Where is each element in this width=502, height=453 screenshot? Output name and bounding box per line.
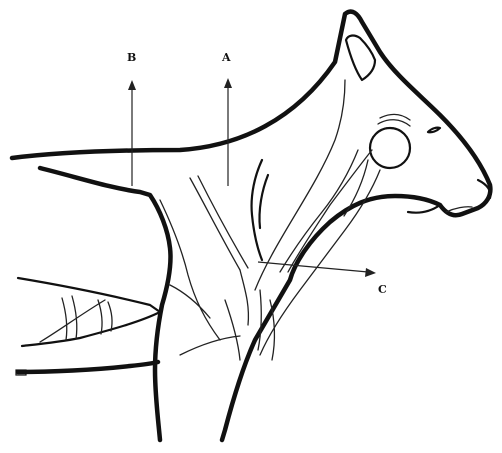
eye-icon <box>428 128 440 133</box>
shoulder-line-5 <box>258 290 261 350</box>
flap-stripe-1 <box>62 298 67 340</box>
flap-stripe-2 <box>72 296 77 339</box>
chest-outline <box>40 168 171 440</box>
back-outline <box>12 12 490 440</box>
label-a: A <box>221 51 231 64</box>
ear-canal-circle <box>370 128 410 168</box>
brow <box>378 120 410 126</box>
vessel-3 <box>240 270 248 325</box>
arrow-c-head <box>365 268 376 277</box>
label-b: B <box>127 51 136 64</box>
arrow-a-head <box>224 78 232 88</box>
vessel-2 <box>198 176 248 268</box>
throat-line <box>408 205 440 213</box>
label-c: C <box>378 283 387 296</box>
shoulder-line-2 <box>170 285 210 318</box>
shoulder-line-4 <box>225 300 240 360</box>
flap-stripe-3 <box>98 300 102 334</box>
body-lower-outline <box>18 362 158 372</box>
flap-stripe-4 <box>108 302 112 331</box>
skin-flap <box>18 278 160 346</box>
neck-muscle-3 <box>260 170 380 355</box>
vessel-1 <box>190 178 240 270</box>
brow-2 <box>380 114 410 120</box>
ear <box>346 36 375 80</box>
arrow-c-shaft <box>258 262 368 272</box>
shoulder-line-3 <box>180 336 240 355</box>
jugular-line-2 <box>259 175 268 228</box>
arrow-b-head <box>128 80 136 90</box>
skin-flap-inner <box>40 300 105 342</box>
